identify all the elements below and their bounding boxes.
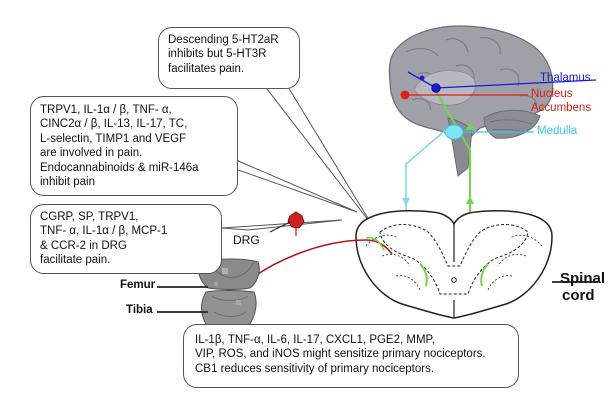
callout-line: Descending 5-HT2aR bbox=[168, 34, 279, 46]
tibia-label: Tibia bbox=[126, 304, 153, 316]
callout-line: are involved in pain. bbox=[40, 147, 143, 160]
callout-line: Endocannabinoids & miR-146a bbox=[40, 161, 199, 174]
descending-modulation-callout: Descending 5-HT2aR inhibits but 5-HT3R f… bbox=[158, 27, 300, 89]
callout-line: L-selectin, TIMP1 and VEGF bbox=[40, 132, 187, 145]
medulla-label: Medulla bbox=[537, 125, 578, 137]
callout-line: CINC2α / β, IL-13, IL-17, TC, bbox=[40, 118, 188, 131]
nucleus-accumbens-structure bbox=[400, 90, 528, 100]
nucleus-accumbens-label-line1: Nucleus bbox=[531, 88, 573, 100]
callout-line: CGRP, SP, TRPV1, bbox=[40, 211, 139, 223]
callout-line: VIP, ROS, and iNOS might sensitize prima… bbox=[195, 348, 486, 361]
spinal-cord-label-line1: Spinal bbox=[560, 270, 606, 287]
callout-line: IL-1β, TNF-α, IL-6, IL-17, CXCL1, PGE2, … bbox=[195, 334, 435, 346]
joint-factors-callout: IL-1β, TNF-α, IL-6, IL-17, CXCL1, PGE2, … bbox=[183, 324, 519, 388]
ascending-arrows bbox=[466, 122, 474, 204]
nucleus-accumbens-label-line2: Accumbens bbox=[531, 102, 592, 114]
spinal-cord-section bbox=[355, 210, 598, 319]
thalamus-structure bbox=[407, 71, 597, 93]
descending-arrow bbox=[402, 198, 410, 206]
drg-factors-callout: CGRP, SP, TRPV1, TNF- α, IL-1α / β, MCP-… bbox=[30, 204, 222, 274]
callout-line: CB1 reduces sensitivity of primary nocic… bbox=[195, 362, 435, 375]
callout-line: inhibits but 5-HT3R bbox=[168, 48, 267, 61]
brain-factors-callout: TRPV1, IL-1α / β, TNF- α, CINC2α / β, IL… bbox=[30, 96, 238, 196]
callout-line: facilitate pain. bbox=[40, 254, 111, 267]
callout-line: facilitates pain. bbox=[168, 62, 245, 75]
drg-label: DRG bbox=[233, 233, 260, 247]
callout-line: inhibit pain bbox=[40, 176, 95, 189]
brain bbox=[388, 25, 554, 177]
spinal-cord-label-line2: cord bbox=[562, 287, 595, 304]
callout-line: TNF- α, IL-1α / β, MCP-1 bbox=[40, 225, 168, 238]
medulla-structure bbox=[444, 124, 534, 140]
callout-line: & CCR-2 in DRG bbox=[40, 239, 127, 252]
callout-line: TRPV1, IL-1α / β, TNF- α, bbox=[40, 104, 172, 116]
femur-label: Femur bbox=[120, 279, 156, 291]
drg-ganglion bbox=[269, 211, 305, 233]
thalamus-label: Thalamus bbox=[540, 72, 591, 84]
